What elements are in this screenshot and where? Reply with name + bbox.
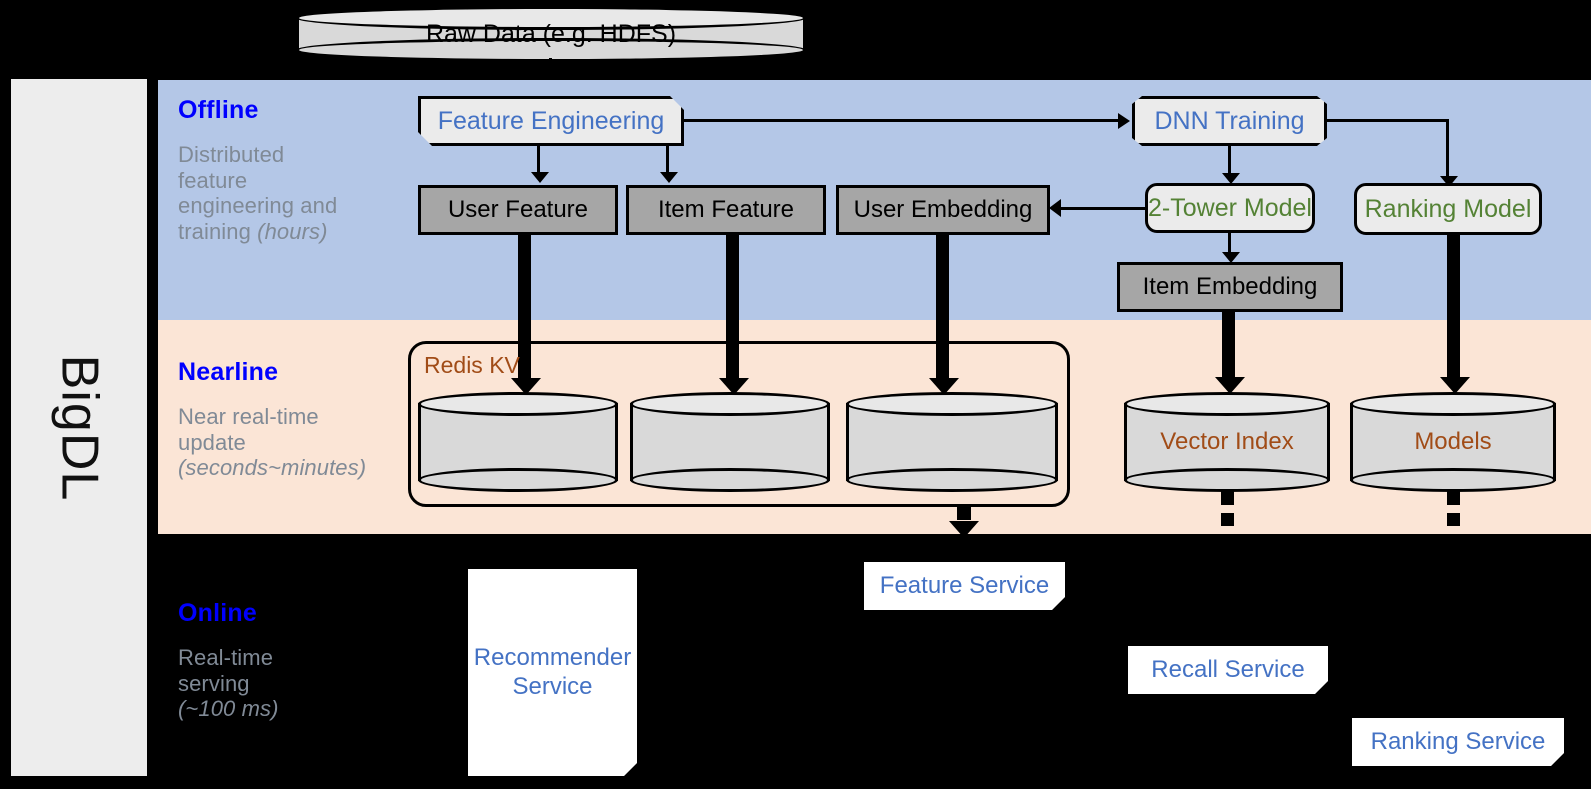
recall-service-doc[interactable]: Recall Service [1128, 646, 1328, 694]
connector-twotower-itemembedding [1228, 233, 1231, 259]
arrowhead-fe-dnn [1118, 113, 1130, 129]
arrowhead-userembedding-store [929, 378, 959, 395]
arrowhead-twotower-itemembedding [1222, 252, 1240, 263]
pipe-rankingmodel-models [1447, 234, 1460, 384]
connector-fe-itemfeature [666, 146, 669, 176]
ranking-service-doc[interactable]: Ranking Service [1352, 718, 1564, 766]
recommender-service-doc[interactable]: Recommender Service [468, 569, 637, 776]
nearline-title: Nearline [178, 358, 279, 386]
offline-subtitle: Distributed feature engineering and trai… [178, 142, 338, 245]
arrowhead-userfeature-store [511, 378, 541, 395]
arrowhead-dnn-ranking [1440, 176, 1458, 187]
dash-redis-featureservice [957, 506, 971, 520]
online-subtitle: Real-time serving (~100 ms) [178, 645, 279, 722]
redis-kv-container [408, 341, 1070, 507]
two-tower-model-box[interactable]: 2-Tower Model [1145, 183, 1315, 233]
feature-service-doc[interactable]: Feature Service [864, 562, 1065, 610]
connector-dnn-ranking-v [1446, 119, 1449, 181]
arrowhead-fe-userfeature [531, 172, 549, 183]
arrowhead-rankingmodel-models [1440, 377, 1470, 394]
item-feature-store[interactable]: Item Feature [626, 185, 826, 235]
ranking-model-box[interactable]: Ranking Model [1354, 183, 1542, 235]
arrowhead-itemfeature-store [719, 378, 749, 395]
pipe-itemembedding-vectorindex [1222, 311, 1235, 383]
dnn-training-box[interactable]: DNN Training [1132, 96, 1327, 146]
redis-store-cylinder-2[interactable] [630, 392, 830, 492]
arrowhead-twotower-userembedding [1049, 199, 1061, 217]
dash-models-ranking-1 [1447, 490, 1460, 505]
raw-data-cylinder: Raw Data (e.g. HDFS) [296, 6, 806, 62]
nearline-subtitle: Near real-time update (seconds~minutes) [178, 404, 367, 481]
arrowhead-itemembedding-vectorindex [1215, 377, 1245, 394]
bigdl-framework-rail: BigDL [8, 76, 150, 779]
connector-twotower-userembedding [1060, 207, 1148, 210]
connector-dnn-twotower [1228, 146, 1231, 178]
redis-store-cylinder-3[interactable] [846, 392, 1058, 492]
arrowhead-redis-featureservice [949, 521, 979, 538]
item-embedding-store[interactable]: Item Embedding [1117, 262, 1343, 312]
connector-dnn-ranking-h [1327, 119, 1449, 122]
dash-vectorindex-recall-2 [1221, 513, 1234, 526]
offline-title: Offline [178, 96, 259, 124]
pipe-userfeature-store [518, 234, 531, 384]
models-cylinder[interactable]: Models [1350, 392, 1556, 492]
dash-models-ranking-2 [1447, 513, 1460, 526]
bigdl-label: BigDL [50, 354, 109, 501]
online-title: Online [178, 599, 257, 627]
connector-fe-userfeature [537, 146, 540, 176]
raw-data-label: Raw Data (e.g. HDFS) [425, 19, 677, 48]
redis-kv-label: Redis KV [424, 352, 520, 378]
redis-store-cylinder-1[interactable] [418, 392, 618, 492]
dash-vectorindex-recall-1 [1221, 490, 1234, 505]
arrowhead-dnn-twotower [1222, 173, 1240, 184]
connector-fe-dnn [684, 119, 1118, 122]
pipe-userembedding-store [936, 234, 949, 384]
user-embedding-store[interactable]: User Embedding [836, 185, 1050, 235]
vector-index-cylinder[interactable]: Vector Index [1124, 392, 1330, 492]
user-feature-store[interactable]: User Feature [418, 185, 618, 235]
arrowhead-rawdata-fe [535, 62, 565, 79]
arrowhead-fe-itemfeature [660, 172, 678, 183]
pipe-itemfeature-store [726, 234, 739, 384]
feature-engineering-box[interactable]: Feature Engineering [418, 96, 684, 146]
